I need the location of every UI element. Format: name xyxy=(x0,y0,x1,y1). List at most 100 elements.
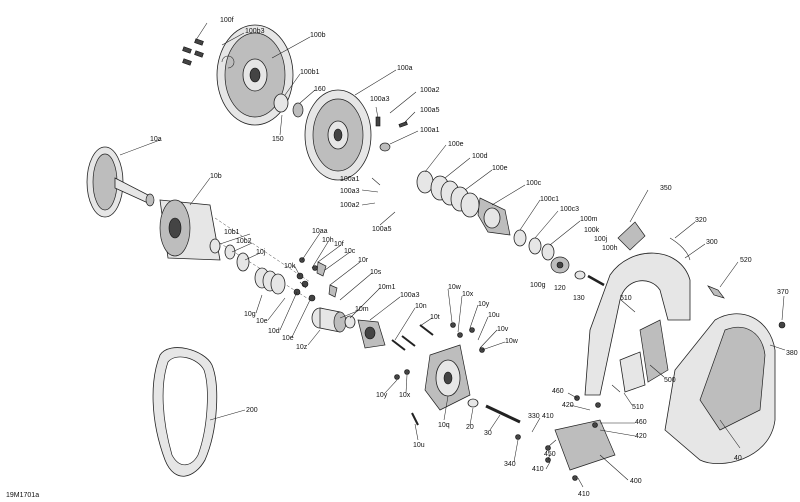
callout-label: 10b1 xyxy=(224,229,240,236)
callout-label: 10t xyxy=(430,314,440,321)
callout-label: 10w xyxy=(448,284,462,291)
screw-10u xyxy=(411,412,419,426)
callout-label: 100a5 xyxy=(372,226,392,233)
callout-label: 100f xyxy=(220,17,234,24)
spider-10m xyxy=(344,315,386,349)
drive-belt-200 xyxy=(152,347,218,477)
cover-380 xyxy=(664,313,776,464)
bushing-10z xyxy=(311,307,347,333)
bolts-10n-10t xyxy=(391,324,434,351)
callout-label: 200 xyxy=(246,407,258,414)
leader-lines xyxy=(119,22,786,488)
callout-label: 100b3 xyxy=(245,28,265,35)
callout-label: 100g xyxy=(530,282,546,289)
callout-label: 100a1 xyxy=(340,176,360,183)
spring-10g xyxy=(254,267,286,295)
callout-label: 370 xyxy=(777,289,789,296)
bushing-100b1 xyxy=(273,93,304,118)
callout-label: 410 xyxy=(542,413,554,420)
callout-label: 10v xyxy=(497,326,509,333)
callout-label: 20 xyxy=(466,424,474,431)
callout-label: 100a2 xyxy=(340,202,360,209)
levers-10c-10f xyxy=(316,261,338,298)
fixed-half-10b xyxy=(159,199,221,261)
callout-label: 510 xyxy=(632,404,644,411)
screw-370 xyxy=(778,321,786,329)
callout-label: 100a5 xyxy=(420,107,440,114)
callout-label: 10f xyxy=(334,241,344,248)
callout-label: 100b1 xyxy=(300,69,320,76)
callout-label: 160 xyxy=(314,86,326,93)
callout-label: 150 xyxy=(272,136,284,143)
callout-label: 410 xyxy=(578,491,590,498)
spring-stack-100d-100e xyxy=(416,170,480,218)
callout-label: 30 xyxy=(484,430,492,437)
callout-label: 100a3 xyxy=(340,188,360,195)
rollers-10d-10e xyxy=(293,257,318,302)
callout-label: 100m xyxy=(580,216,598,223)
callout-label: 460 xyxy=(552,388,564,395)
spacers-10b1-10b2 xyxy=(209,238,250,272)
callout-label: 10w xyxy=(505,338,519,345)
callout-labels: 100f 100b3 100b 100b1 160 150 100a 100a3… xyxy=(150,17,798,498)
callout-label: 330 xyxy=(528,413,540,420)
clip-520 xyxy=(707,285,725,299)
callout-label: 420 xyxy=(635,433,647,440)
callout-label: 100h xyxy=(602,245,618,252)
callout-label: 380 xyxy=(786,350,798,357)
callout-label: 10u xyxy=(488,312,500,319)
cam-100c xyxy=(477,197,511,236)
callout-label: 10b2 xyxy=(236,238,252,245)
movable-sheave-100a xyxy=(304,89,372,181)
callout-label: 520 xyxy=(740,257,752,264)
callout-label: 10x xyxy=(462,291,474,298)
washers-100c1-100c3 xyxy=(513,229,555,261)
callout-label: 10g xyxy=(244,311,256,318)
callout-label: 420 xyxy=(562,402,574,409)
callout-label: 100k xyxy=(584,227,600,234)
callout-label: 100a3 xyxy=(400,292,420,299)
callout-label: 10aa xyxy=(312,228,328,235)
screws-10w-10x-10y xyxy=(394,322,485,380)
hardware-410-460 xyxy=(515,395,601,481)
washer-120-bolt-130 xyxy=(574,270,605,287)
callout-label: 100j xyxy=(594,236,608,243)
callout-label: 340 xyxy=(504,461,516,468)
callout-label: 10b xyxy=(210,173,222,180)
callout-label: 10y xyxy=(478,301,490,308)
callout-label: 10u xyxy=(413,442,425,449)
callout-label: 10r xyxy=(358,257,369,264)
callout-label: 300 xyxy=(706,239,718,246)
callout-label: 10m1 xyxy=(378,284,396,291)
drive-shaft-10a xyxy=(86,146,155,218)
reference-code: 19M1701a xyxy=(6,492,39,499)
callout-label: 100c3 xyxy=(560,206,579,213)
callout-label: 10n xyxy=(415,303,427,310)
callout-label: 100a2 xyxy=(420,87,440,94)
guard-300 xyxy=(584,252,691,396)
callout-label: 100e xyxy=(492,165,508,172)
callout-label: 100a1 xyxy=(420,127,440,134)
pins-100f xyxy=(182,38,235,69)
callout-label: 10q xyxy=(438,422,450,429)
callout-label: 10y xyxy=(376,392,388,399)
nut-100g xyxy=(550,256,570,274)
bracket-350 xyxy=(617,221,646,251)
callout-label: 500 xyxy=(664,377,676,384)
callout-label: 120 xyxy=(554,285,566,292)
callout-label: 510 xyxy=(620,295,632,302)
callout-label: 100b xyxy=(310,32,326,39)
bracket-320 xyxy=(669,237,691,261)
callout-label: 460 xyxy=(635,419,647,426)
fixed-sheave-100b xyxy=(216,24,294,126)
callout-label: 320 xyxy=(695,217,707,224)
cam-100a-hardware xyxy=(375,116,408,152)
callout-label: 100c xyxy=(526,180,542,187)
callout-label: 10x xyxy=(399,392,411,399)
plate-500 xyxy=(619,319,669,393)
callout-label: 130 xyxy=(573,295,585,302)
callout-label: 100a xyxy=(397,65,413,72)
callout-label: 10h xyxy=(322,237,334,244)
